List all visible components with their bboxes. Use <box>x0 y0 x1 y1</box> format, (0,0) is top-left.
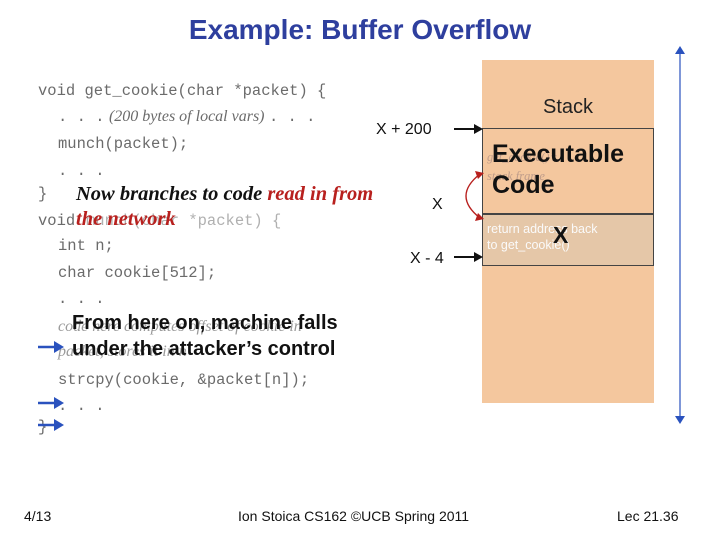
code-line-2: . . . (200 bytes of local vars) . . . <box>58 108 315 126</box>
code-line-7: int n; <box>58 237 114 255</box>
return-address-box <box>482 214 654 266</box>
stack-frame-ghost-line2: stack frame <box>487 169 545 183</box>
arrow-x-plus-200 <box>454 124 483 134</box>
address-x: X <box>432 196 443 213</box>
code-line-13: . . . <box>58 397 105 415</box>
arrow-x-minus-4 <box>454 252 483 262</box>
branch-red-text: read in from <box>267 183 374 205</box>
address-x-plus-200: X + 200 <box>376 121 432 138</box>
return-address-line1: return address back <box>487 222 598 236</box>
slide-title: Example: Buffer Overflow <box>188 14 532 45</box>
code-line-6-prefix: void <box>38 212 76 230</box>
code-line-2-dots2: . . . <box>268 108 316 126</box>
return-address-line2: to get_cookie() <box>487 238 570 252</box>
code-line-5: } <box>38 185 48 203</box>
footer-lecture: Lec 21.36 <box>617 508 679 524</box>
code-line-2-comment: (200 bytes of local vars) <box>108 108 265 125</box>
footer-credit: Ion Stoica CS162 ©UCB Spring 2011 <box>238 508 470 524</box>
code-line-6-ghost: munch(char *packet) { <box>86 212 282 230</box>
footer-date: 4/13 <box>24 508 52 524</box>
overwritten-return-x: X <box>553 222 569 248</box>
current-line-arrow-2 <box>38 397 64 409</box>
stack-label: Stack <box>542 96 594 118</box>
code-line-9: . . . <box>58 290 105 308</box>
code-line-3: munch(packet); <box>58 135 189 153</box>
code-line-11-ghost: packet, stores it in n <box>58 343 187 360</box>
code-line-12: strcpy(cookie, &packet[n]); <box>58 371 310 389</box>
stack-growth-arrow <box>675 46 685 424</box>
current-line-arrow-1 <box>38 341 64 353</box>
executable-code-line1: Executable <box>492 140 625 168</box>
address-x-minus-4: X - 4 <box>410 250 444 267</box>
code-line-8: char cookie[512]; <box>58 264 217 282</box>
branch-annotation-line2: the network <box>76 208 176 230</box>
stack-frame-ghost-line1: get_cookie()’s <box>487 150 557 164</box>
code-line-1: void get_cookie(char *packet) { <box>38 82 327 100</box>
stack-frame-box <box>482 128 654 214</box>
branch-annotation-line1: Now branches to code read in from <box>76 183 373 206</box>
code-line-14: } <box>38 418 48 436</box>
control-annotation-line2: under the attacker’s control <box>72 338 336 360</box>
code-line-4: . . . <box>58 162 105 180</box>
code-line-2-dots: . . . <box>58 108 105 126</box>
curved-arrow-x <box>465 171 484 221</box>
code-line-10-ghost: code here computes offset of cookie in <box>58 318 302 335</box>
current-line-arrow-3 <box>38 419 64 431</box>
control-annotation-line1: From here on, machine falls <box>72 312 338 334</box>
branch-prefix-text: Now branches to code <box>76 183 268 205</box>
executable-code-line2: Code <box>492 171 555 199</box>
